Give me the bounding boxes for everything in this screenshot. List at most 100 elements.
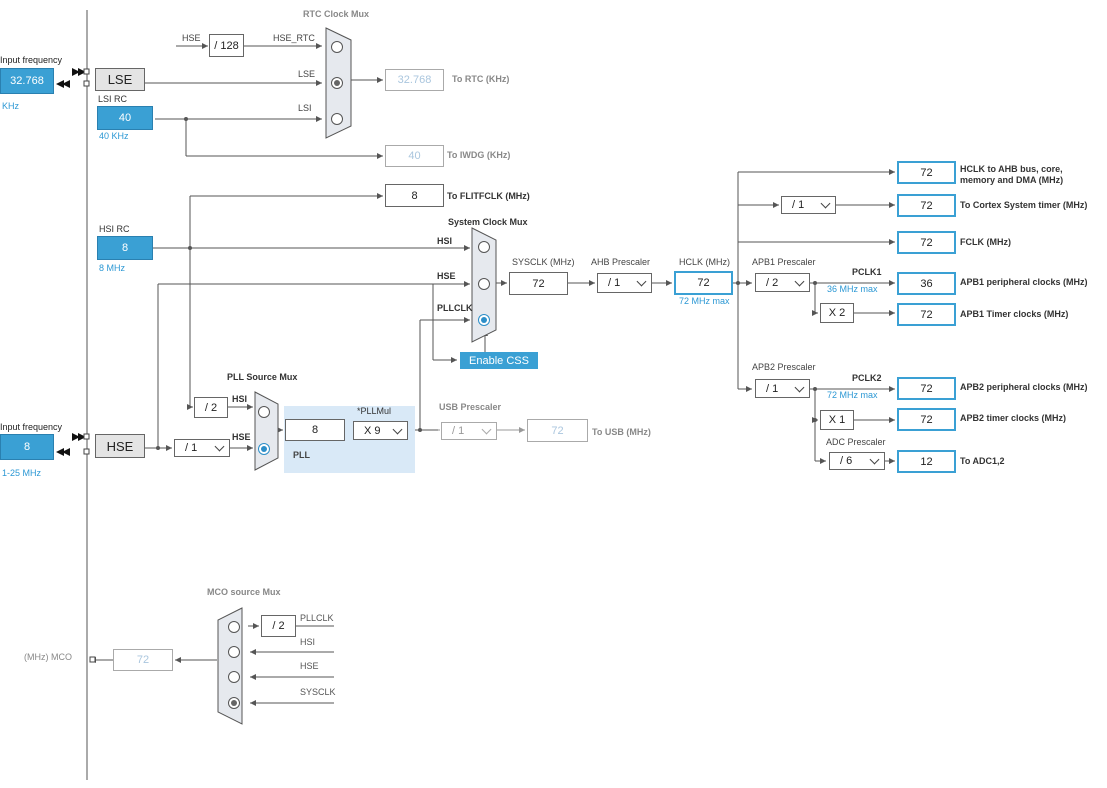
chevron-down-icon xyxy=(869,454,880,465)
hse-source-box: HSE xyxy=(95,434,145,458)
apb1-timer-value: 72 xyxy=(897,303,956,326)
mco-source-mux-title: MCO source Mux xyxy=(207,587,281,597)
pll-mux-hse-radio[interactable] xyxy=(258,443,270,455)
sysmux-hsi-radio[interactable] xyxy=(478,241,490,253)
apb2-peripheral-value: 72 xyxy=(897,377,956,400)
mco-pllclk-radio[interactable] xyxy=(228,621,240,633)
fclk-label: FCLK (MHz) xyxy=(960,237,1011,247)
apb1-peripheral-label: APB1 peripheral clocks (MHz) xyxy=(960,277,1088,287)
hse-prediv-select[interactable]: / 1 xyxy=(174,439,230,457)
ahb-prescaler-select[interactable]: / 1 xyxy=(597,273,652,293)
usb-prescaler-value: / 1 xyxy=(452,425,465,437)
mco-hse-radio[interactable] xyxy=(228,671,240,683)
sysmux-pllclk-label: PLLCLK xyxy=(437,303,473,313)
cortex-timer-value: 72 xyxy=(897,194,956,217)
sysmux-hse-radio[interactable] xyxy=(478,278,490,290)
apb1-prescaler-select[interactable]: / 2 xyxy=(755,273,810,292)
pll-mul-select[interactable]: X 9 xyxy=(353,421,408,440)
enable-css-button[interactable]: Enable CSS xyxy=(460,352,538,369)
apb1-timer-label: APB1 Timer clocks (MHz) xyxy=(960,309,1069,319)
mco-pllclk-label: PLLCLK xyxy=(300,613,334,623)
lse-input-unit: KHz xyxy=(2,101,20,111)
chevron-down-icon xyxy=(481,424,492,435)
sysmux-hsi-label: HSI xyxy=(437,236,453,246)
hsi-rc-frequency: 8 MHz xyxy=(99,263,126,273)
pll-hsi-divider: / 2 xyxy=(194,397,228,418)
pll-source-mux-title: PLL Source Mux xyxy=(227,372,298,382)
lse-input-frequency-label: Input frequency xyxy=(0,55,63,65)
pclk1-label: PCLK1 xyxy=(852,267,882,277)
pll-mux-hse-label: HSE xyxy=(232,432,251,442)
cortex-timer-divider-value: / 1 xyxy=(792,199,805,211)
chevron-down-icon xyxy=(392,424,403,434)
apb1-timer-multiplier: X 2 xyxy=(820,303,854,323)
chevron-down-icon xyxy=(214,441,225,452)
apb2-timer-value: 72 xyxy=(897,408,956,431)
pll-label: PLL xyxy=(293,450,310,460)
sysmux-pllclk-radio[interactable] xyxy=(478,314,490,326)
rtc-output-value: 32.768 xyxy=(385,69,444,91)
mco-output-value: 72 xyxy=(113,649,173,671)
sysclk-value: 72 xyxy=(509,272,568,295)
usb-output-label: To USB (MHz) xyxy=(592,427,651,437)
lse-input-frequency-field[interactable]: 32.768 xyxy=(0,68,54,94)
lse-source-box: LSE xyxy=(95,68,145,91)
apb1-prescaler-value: / 2 xyxy=(766,276,779,289)
mco-hse-label: HSE xyxy=(300,661,319,671)
rtc-hse-divider: / 128 xyxy=(209,34,244,57)
sysmux-hse-label: HSE xyxy=(437,271,456,281)
hse-input-frequency-field[interactable]: 8 xyxy=(0,434,54,460)
rtc-mux-lsi-radio[interactable] xyxy=(331,113,343,125)
mco-hsi-label: HSI xyxy=(300,637,316,647)
lsi-rc-label: LSI RC xyxy=(98,94,128,104)
chevron-down-icon xyxy=(794,276,805,286)
apb1-peripheral-value: 36 xyxy=(897,272,956,295)
pll-mux-hsi-radio[interactable] xyxy=(258,406,270,418)
pclk2-label: PCLK2 xyxy=(852,373,882,383)
chevron-down-icon xyxy=(820,198,831,209)
usb-prescaler-select[interactable]: / 1 xyxy=(441,422,497,440)
iwdg-output-label: To IWDG (KHz) xyxy=(447,150,511,160)
apb2-timer-label: APB2 timer clocks (MHz) xyxy=(960,413,1067,423)
ahb-prescaler-label: AHB Prescaler xyxy=(591,257,651,267)
adc-prescaler-value: / 6 xyxy=(840,455,853,467)
pclk2-max-note: 72 MHz max xyxy=(827,390,878,400)
mco-output-label: (MHz) MCO xyxy=(24,652,72,662)
flitfclk-label: To FLITFCLK (MHz) xyxy=(447,191,530,201)
rtc-mux-lse-radio[interactable] xyxy=(331,77,343,89)
hclk-label: HCLK (MHz) xyxy=(679,257,730,267)
pll-mux-hsi-label: HSI xyxy=(232,394,248,404)
system-clock-mux-title: System Clock Mux xyxy=(448,217,528,227)
adc-value: 12 xyxy=(897,450,956,473)
hsi-rc-label: HSI RC xyxy=(99,224,130,234)
pll-mul-label: *PLLMul xyxy=(357,406,392,416)
lsi-rc-value: 40 xyxy=(97,106,153,130)
cortex-timer-label: To Cortex System timer (MHz) xyxy=(960,200,1088,210)
rtc-hse-label: HSE xyxy=(182,33,201,43)
apb2-prescaler-value: / 1 xyxy=(766,382,779,395)
pll-input-value: 8 xyxy=(285,419,345,441)
cortex-timer-divider-select[interactable]: / 1 xyxy=(781,196,836,214)
usb-prescaler-label: USB Prescaler xyxy=(439,402,502,412)
apb2-prescaler-select[interactable]: / 1 xyxy=(755,379,810,398)
chevron-down-icon xyxy=(636,276,647,287)
mco-hsi-radio[interactable] xyxy=(228,646,240,658)
chevron-down-icon xyxy=(794,382,805,392)
hclk-ahb-value: 72 xyxy=(897,161,956,184)
hclk-ahb-label: HCLK to AHB bus, core, memory and DMA (M… xyxy=(960,164,1064,185)
hclk-input-field[interactable]: 72 xyxy=(674,271,733,295)
adc-prescaler-select[interactable]: / 6 xyxy=(829,452,885,470)
rtc-mux-hse-radio[interactable] xyxy=(331,41,343,53)
rtc-hse-rtc-label: HSE_RTC xyxy=(273,33,315,43)
lsi-rc-frequency: 40 KHz xyxy=(99,131,129,141)
adc-label: To ADC1,2 xyxy=(960,456,1005,466)
hclk-max-note: 72 MHz max xyxy=(679,296,730,306)
apb2-timer-multiplier: X 1 xyxy=(820,410,854,430)
apb1-prescaler-label: APB1 Prescaler xyxy=(752,257,816,267)
mco-sysclk-label: SYSCLK xyxy=(300,687,336,697)
mco-sysclk-radio[interactable] xyxy=(228,697,240,709)
apb2-peripheral-label: APB2 peripheral clocks (MHz) xyxy=(960,382,1088,392)
ahb-prescaler-value: / 1 xyxy=(608,277,621,289)
pclk1-max-note: 36 MHz max xyxy=(827,284,878,294)
hse-prediv-value: / 1 xyxy=(185,442,198,454)
